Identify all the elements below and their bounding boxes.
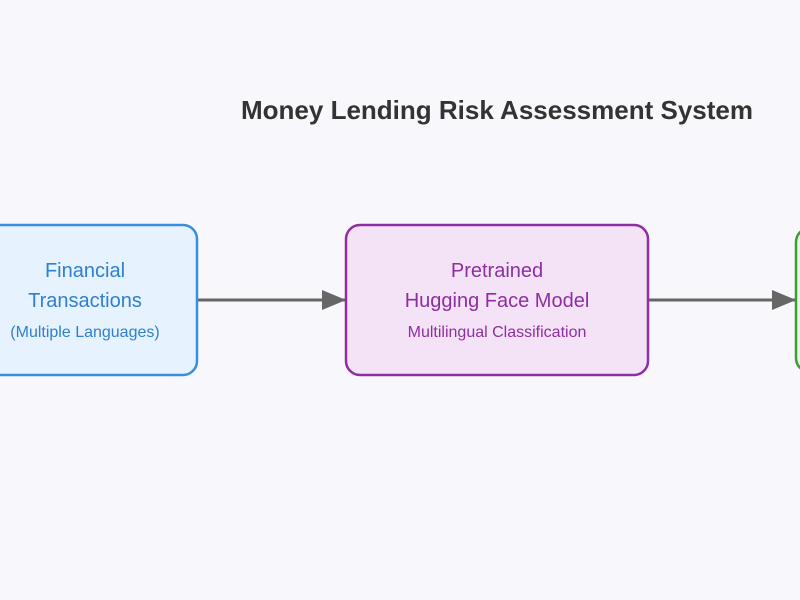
node-label-line-1: Financial <box>45 260 125 282</box>
node-label-line-1: Pretrained <box>451 260 543 282</box>
node-label-line-2: Transactions <box>28 290 142 312</box>
node-label-line-2: Hugging Face Model <box>405 290 590 312</box>
node-next-stage <box>794 230 800 370</box>
node-financial-transactions: Financial Transactions (Multiple Languag… <box>0 223 199 377</box>
node-pretrained-model: Pretrained Hugging Face Model Multilingu… <box>344 223 650 377</box>
node-sublabel: Multilingual Classification <box>408 324 587 341</box>
node-box <box>794 230 800 370</box>
diagram-title: Money Lending Risk Assessment System <box>241 95 753 125</box>
node-sublabel: (Multiple Languages) <box>10 324 159 341</box>
node-box <box>344 223 650 377</box>
node-box <box>0 223 199 377</box>
